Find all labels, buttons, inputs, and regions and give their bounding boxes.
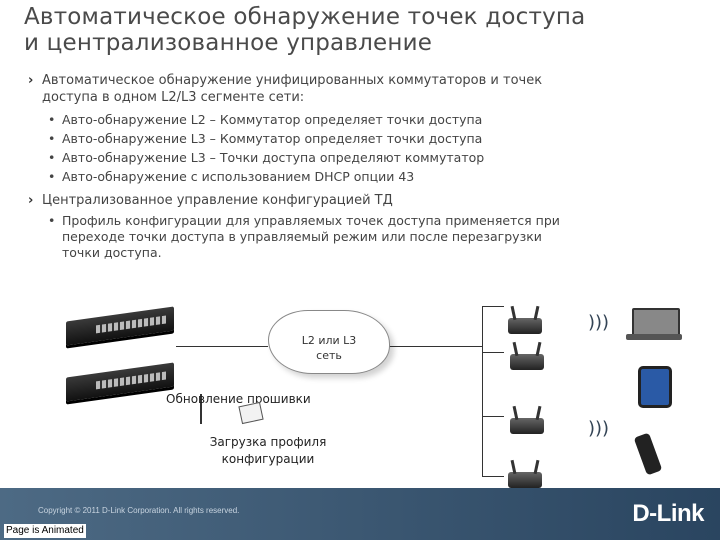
bullet-text: Авто-обнаружение с использованием DHCP о… [62,169,415,184]
link-line [200,394,202,424]
profile-load-label: Загрузка профиля конфигурации [188,434,348,468]
document-icon [238,401,264,425]
bullet-text-line: переходе точки доступа в управляемый реж… [62,229,542,244]
section-2-heading-line-1: Централизованное управление конфигурацие… [42,193,393,208]
section-1-heading-line-2: доступа в одном L2/L3 сегменте сети: [42,90,305,105]
link-line [482,306,483,476]
link-line [482,416,504,417]
bullet-text: Авто-обнаружение L3 – Точки доступа опре… [62,150,485,165]
network-diagram: L2 или L3 сеть Обновление прошивки Загру… [0,296,720,488]
firmware-update-label: Обновление прошивки [166,392,311,406]
link-line [176,346,268,347]
bullet-item: • Авто-обнаружение L3 – Коммутатор опреде… [28,129,708,148]
wireless-signal-icon: ))) [588,418,610,439]
access-point-icon [510,354,544,370]
network-cloud: L2 или L3 сеть [268,310,390,374]
bullet-text-line: Профиль конфигурации для управляемых точ… [62,213,560,228]
smartphone-icon [638,366,672,408]
section-2-heading: › Централизованное управление конфигурац… [28,192,708,209]
bullet-text-line: точки доступа. [62,245,162,260]
arrow-icon: › [28,193,34,208]
link-line [482,306,504,307]
bullet-item: • Авто-обнаружение с использованием DHCP … [28,167,708,186]
access-point-icon [508,318,542,334]
cloud-label-line-1: L2 или L3 [301,334,357,347]
bullet-icon: • [48,213,56,228]
profile-label-line-2: конфигурации [221,452,315,466]
bullet-text: Авто-обнаружение L3 – Коммутатор определ… [62,131,483,146]
profile-label-line-1: Загрузка профиля [209,435,327,449]
title-line-2: и централизованное управление [24,30,433,56]
laptop-base-icon [626,334,682,340]
slide-footer: Copyright © 2011 D-Link Corporation. All… [0,488,720,540]
bullet-item: • Профиль конфигурации для управляемых т… [28,213,708,261]
title-line-1: Автоматическое обнаружение точек доступа [24,4,586,30]
bullet-item: • Авто-обнаружение L3 – Точки доступа опр… [28,148,708,167]
bullet-icon: • [48,131,56,146]
access-point-icon [508,472,542,488]
link-line [482,352,504,353]
brand-logo: D-Link [632,500,704,527]
animated-note: Page is Animated [4,524,86,538]
bullet-icon: • [48,112,56,127]
section-1-heading: › Автоматическое обнаружение унифицирова… [28,72,708,106]
access-point-icon [510,418,544,434]
arrow-icon: › [28,73,34,88]
slide-content: › Автоматическое обнаружение унифицирова… [28,72,708,261]
section-1-heading-line-1: Автоматическое обнаружение унифицированн… [42,73,543,88]
link-line [482,476,504,477]
copyright-text: Copyright © 2011 D-Link Corporation. All… [38,506,240,515]
bullet-text: Авто-обнаружение L2 – Коммутатор определ… [62,112,483,127]
handset-icon [633,432,663,476]
switch-icon [66,306,174,346]
laptop-icon [632,308,680,336]
bullet-item: • Авто-обнаружение L2 – Коммутатор опреде… [28,110,708,129]
bullet-icon: • [48,150,56,165]
switch-icon [66,362,174,402]
link-line [388,346,482,347]
cloud-label-line-2: сеть [316,349,342,362]
slide-title: Автоматическое обнаружение точек доступа… [24,4,704,56]
bullet-icon: • [48,169,56,184]
wireless-signal-icon: ))) [588,312,610,333]
